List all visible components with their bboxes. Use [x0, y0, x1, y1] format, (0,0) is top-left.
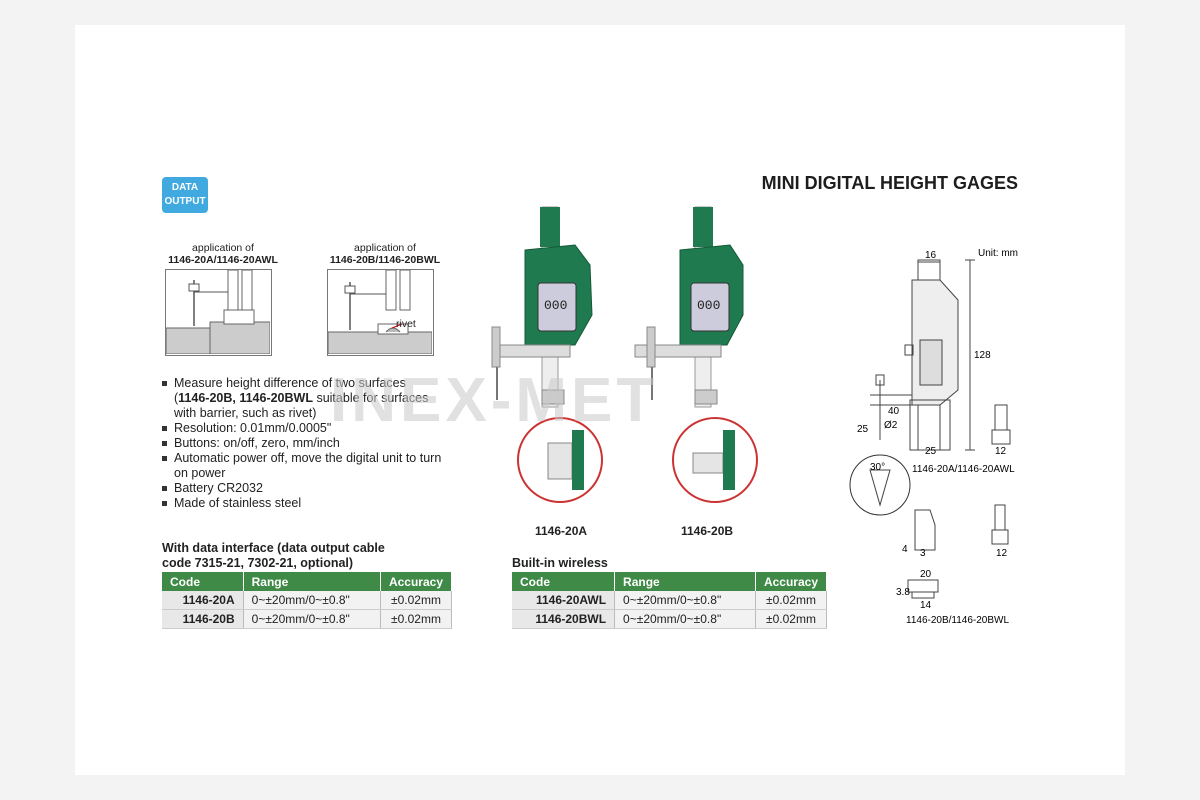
gauge-1146-20b-illustration: 000 — [634, 206, 758, 503]
application-label-a-line1: application of — [192, 242, 254, 254]
feature-note-models: 1146-20B, 1146-20BWL — [178, 391, 313, 405]
dim-30-deg: 30° — [870, 462, 885, 473]
feature-item: Measure height difference of two surface… — [160, 376, 450, 421]
feature-list: Measure height difference of two surface… — [160, 376, 450, 511]
caption-drawing-b: 1146-20B/1146-20BWL — [906, 615, 1009, 626]
application-label-b-line1: application of — [354, 242, 416, 254]
wireless-heading: Built-in wireless — [512, 556, 608, 570]
code-cell: 1146-20B — [162, 609, 244, 629]
feature-note-text: suitable for surfaces with barrier, such… — [174, 391, 429, 420]
gauge-1146-20a-illustration: 000 — [491, 206, 603, 503]
data-interface-heading-line2: code 7315-21, 7302-21, optional) — [162, 556, 354, 570]
application-label-a: application of 1146-20A/1146-20AWL — [160, 242, 286, 266]
range-cell: 0~±20mm/0~±0.8" — [243, 591, 381, 610]
dim-3: 3 — [920, 548, 926, 559]
column-header-accuracy: Accuracy — [755, 572, 828, 591]
column-header-accuracy: Accuracy — [380, 572, 453, 591]
table-row: 1146-20A 0~±20mm/0~±0.8" ±0.02mm — [162, 591, 453, 610]
dim-3-8: 3.8 — [896, 587, 910, 598]
dim-diameter-2: Ø2 — [884, 420, 898, 431]
table-row: 1146-20B 0~±20mm/0~±0.8" ±0.02mm — [162, 609, 453, 629]
unit-label: Unit: mm — [978, 248, 1018, 259]
caption-drawing-a: 1146-20A/1146-20AWL — [912, 464, 1015, 475]
dim-25-base: 25 — [925, 446, 937, 457]
application-label-a-line2: 1146-20A/1146-20AWL — [168, 254, 278, 266]
data-interface-heading: With data interface (data output cable c… — [162, 541, 462, 571]
table-header-row: Code Range Accuracy — [162, 572, 453, 591]
application-b-illustration — [328, 270, 433, 355]
column-header-range: Range — [614, 572, 756, 591]
application-a-illustration — [166, 270, 271, 355]
feature-item: Automatic power off, move the digital un… — [160, 451, 450, 481]
accuracy-cell: ±0.02mm — [380, 609, 453, 629]
dim-40: 40 — [888, 406, 900, 417]
dim-128: 128 — [974, 350, 991, 361]
accuracy-cell: ±0.02mm — [755, 591, 828, 610]
code-cell: 1146-20A — [162, 591, 244, 610]
application-label-b: application of 1146-20B/1146-20BWL — [320, 242, 450, 266]
column-header-code: Code — [162, 572, 244, 591]
spec-table-wireless: Code Range Accuracy 1146-20AWL 0~±20mm/0… — [512, 572, 828, 629]
accuracy-cell: ±0.02mm — [380, 591, 453, 610]
application-label-b-line2: 1146-20B/1146-20BWL — [329, 254, 441, 266]
svg-text:000: 000 — [544, 298, 567, 313]
dim-14: 14 — [920, 600, 932, 611]
range-cell: 0~±20mm/0~±0.8" — [243, 609, 381, 629]
watermark: INEX-MET — [330, 366, 659, 435]
dim-4: 4 — [902, 544, 908, 555]
rivet-callout: rivet — [396, 318, 416, 330]
spec-table-data-interface: Code Range Accuracy 1146-20A 0~±20mm/0~±… — [162, 572, 453, 629]
column-header-code: Code — [512, 572, 616, 591]
table-header-row: Code Range Accuracy — [512, 572, 828, 591]
dim-12-bottom: 12 — [996, 548, 1008, 559]
feature-item: Made of stainless steel — [160, 496, 450, 511]
column-header-range: Range — [243, 572, 381, 591]
product-label-1146-20a: 1146-20A — [535, 524, 588, 538]
page-title: MINI DIGITAL HEIGHT GAGES — [761, 173, 1018, 193]
feature-note-open: ( — [174, 391, 179, 405]
feature-text: Measure height difference of two surface… — [174, 376, 406, 390]
table-row: 1146-20BWL 0~±20mm/0~±0.8" ±0.02mm — [512, 609, 828, 629]
feature-item: Buttons: on/off, zero, mm/inch — [160, 436, 450, 451]
feature-item: Battery CR2032 — [160, 481, 450, 496]
dim-25-left: 25 — [857, 424, 869, 435]
feature-item: Resolution: 0.01mm/0.0005" — [160, 421, 450, 436]
dim-12-top: 12 — [995, 446, 1007, 457]
range-cell: 0~±20mm/0~±0.8" — [614, 609, 756, 629]
code-cell: 1146-20AWL — [512, 591, 616, 610]
product-label-1146-20b: 1146-20B — [681, 524, 734, 538]
application-diagram-b: rivet — [327, 269, 434, 356]
data-interface-heading-line1: With data interface (data output cable — [162, 541, 385, 555]
technical-drawing: Unit: mm 16 128 40 25 Ø2 25 12 30° 1146-… — [849, 248, 1018, 626]
accuracy-cell: ±0.02mm — [755, 609, 828, 629]
application-diagram-a — [165, 269, 272, 356]
dim-16: 16 — [925, 250, 937, 261]
svg-text:000: 000 — [697, 298, 720, 313]
code-cell: 1146-20BWL — [512, 609, 616, 629]
table-row: 1146-20AWL 0~±20mm/0~±0.8" ±0.02mm — [512, 591, 828, 610]
range-cell: 0~±20mm/0~±0.8" — [614, 591, 756, 610]
badge-line1: DATA — [171, 182, 199, 193]
badge-line2: OUTPUT — [164, 196, 206, 207]
dim-20: 20 — [920, 569, 932, 580]
data-output-badge: DATA OUTPUT — [162, 177, 208, 213]
